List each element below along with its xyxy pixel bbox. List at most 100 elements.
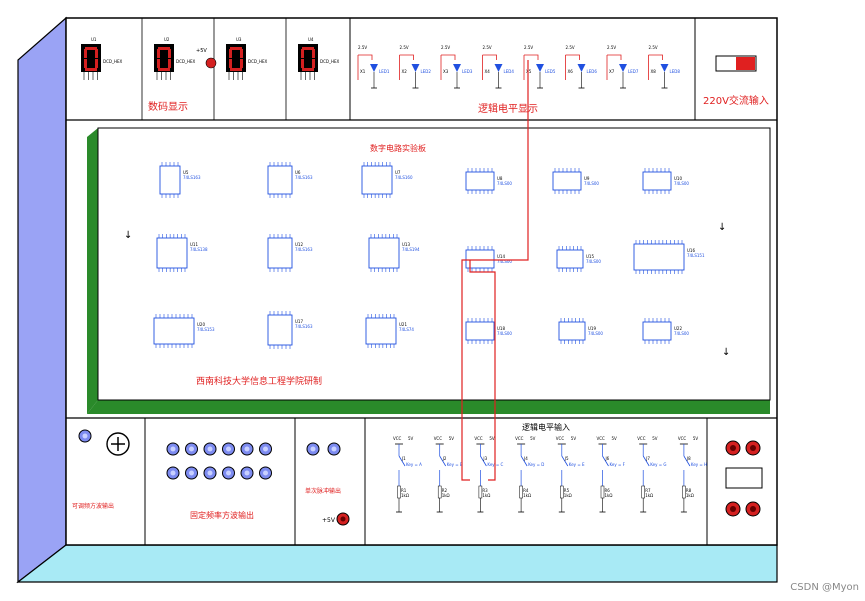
ic-ref: U10 [674,176,682,181]
display-ref: U3 [236,37,242,42]
logic-level-input-label: 逻辑电平输入 [522,422,570,432]
vcc-label: VCC [474,436,483,441]
ic-ref: U14 [497,254,505,259]
cabinet-bottom-face [16,544,778,583]
switch-key: Key = B [447,462,463,467]
led-ref: X2 [402,69,408,74]
ac-input-label: 220V交流输入 [703,94,769,107]
ic-ref: U18 [497,326,505,331]
vcc-label: VCC [597,436,606,441]
vcc-label: VCC [515,436,524,441]
cabinet-left-face [17,16,67,584]
resistor-ref: R3 [482,488,488,493]
vcc-label: VCC [434,436,443,441]
vcc-value: 5V [652,436,658,441]
display-part: DCD_HEX [248,59,267,64]
ic-part: 74LS00 [674,181,689,186]
vcc-label: VCC [556,436,565,441]
resistor-value: 1kΩ [401,493,409,498]
resistor-ref: R7 [645,488,651,493]
power-led-5v [205,57,217,69]
ic-part: 74LS00 [674,331,689,336]
led-voltage: 2.5V [400,45,409,50]
meter-window [725,467,763,489]
ic-part: 74LS138 [190,247,208,252]
ic-part: 74LS00 [584,181,599,186]
display-part: DCD_HEX [176,59,195,64]
led-ref: X7 [609,69,615,74]
ic-ref: U21 [399,322,407,327]
adjustable-source-label: 可调频方波输出 [72,502,114,510]
ic-part: 74LS163 [183,175,201,180]
vcc-label: VCC [393,436,402,441]
ic-part: 74LS00 [497,259,512,264]
resistor-ref: R4 [523,488,529,493]
ic-ref: U13 [402,242,410,247]
led-voltage: 2.5V [483,45,492,50]
switch-ref: J1 [401,456,406,461]
led-voltage: 2.5V [358,45,367,50]
ground-marker: ↓ [718,222,726,233]
led-ref: X5 [526,69,532,74]
led-name: LED5 [545,69,556,74]
switch-ref: J8 [686,456,691,461]
patch-wire[interactable] [461,60,529,481]
vcc-value: 5V [530,436,536,441]
led-voltage: 2.5V [524,45,533,50]
vcc-value: 5V [408,436,414,441]
led-name: LED4 [504,69,515,74]
switch-key: Key = E [569,462,585,467]
ic-part: 74LS00 [497,331,512,336]
resistor-ref: R5 [564,488,570,493]
digit-display-label: 数码显示 [148,100,188,113]
ic-part: 74LS151 [687,253,705,258]
vcc-value: 5V [693,436,699,441]
ic-part: 74LS163 [295,247,313,252]
led-name: LED8 [670,69,681,74]
resistor-ref: R1 [401,488,407,493]
patch-wire[interactable] [469,260,496,481]
led-name: LED2 [421,69,432,74]
resistor-value: 1kΩ [442,493,450,498]
resistor-value: 1kΩ [605,493,613,498]
resistor-value: 1kΩ [523,493,531,498]
ic-ref: U20 [197,322,205,327]
ac-power-switch-knob[interactable] [736,57,755,70]
fixed-source-label: 固定频率方波输出 [190,510,254,520]
led-voltage: 2.5V [566,45,575,50]
ic-part: 74LS00 [586,259,601,264]
ic-part: 74LS163 [295,175,313,180]
ground-marker: ↓ [722,347,730,358]
